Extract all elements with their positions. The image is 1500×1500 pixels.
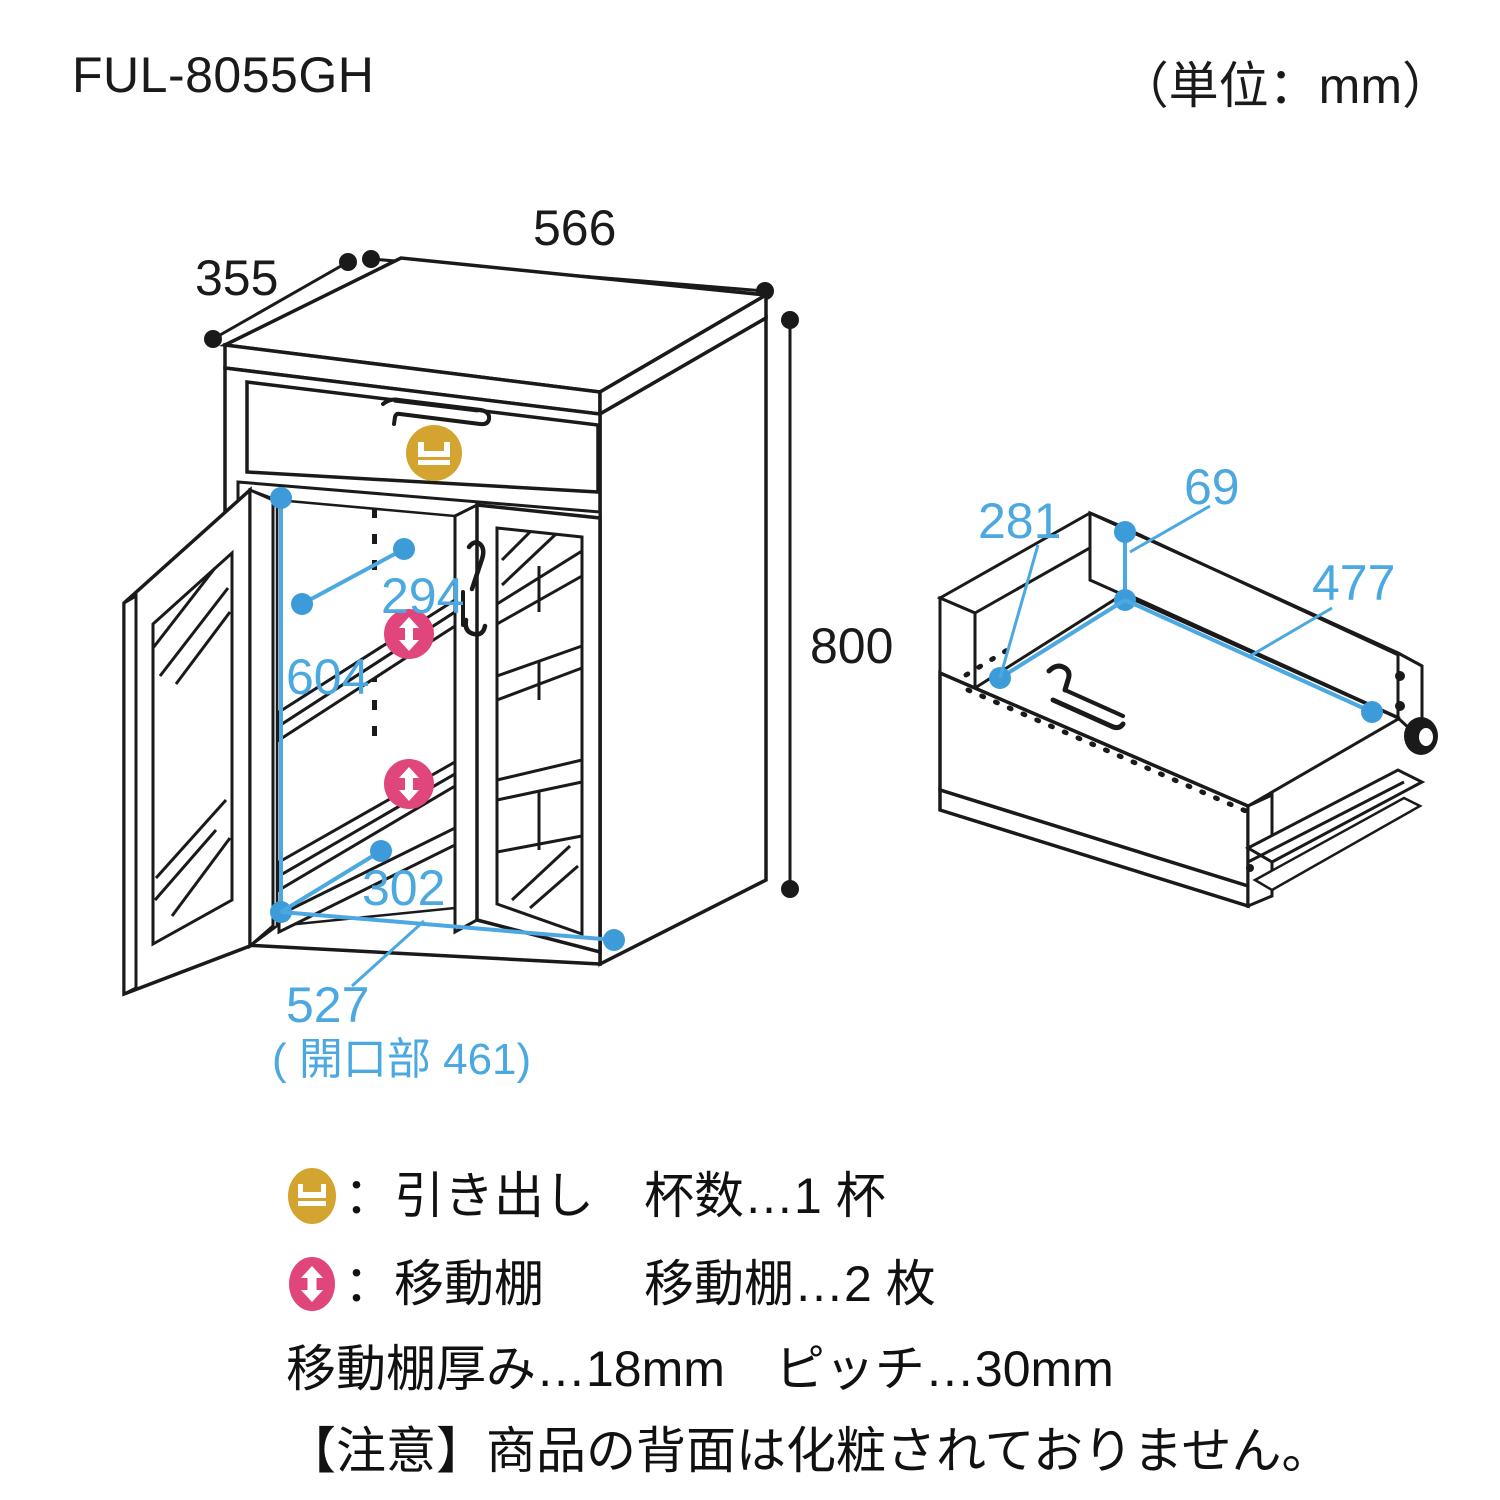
dim-label-shelf-depth: 294 [381, 568, 464, 624]
dim-label-interior-height: 604 [286, 649, 369, 705]
left-glass-door-open[interactable] [122, 486, 275, 997]
drawer-icon [406, 425, 462, 481]
adjustable-shelf-icon [286, 1254, 338, 1314]
legend-label-drawer: ：引き出し 杯数…1 杯 [344, 1168, 886, 1224]
interior-dimensions [270, 487, 625, 988]
spec-row-shelf-thickness: 移動棚厚み…18mm ピッチ…30mm [286, 1328, 1306, 1410]
dim-label-drawer-height: 69 [1184, 459, 1240, 515]
drawer-illustration [936, 504, 1438, 909]
dim-label-interior-width: 527 [286, 977, 369, 1033]
dim-height-800 [781, 311, 799, 898]
dim-label-opening-width: ( 開口部 461) [272, 1035, 531, 1084]
drawer-roller-icon [1404, 717, 1438, 755]
dim-label-depth: 355 [195, 250, 278, 306]
spec-shelf-thickness: 移動棚厚み…18mm ピッチ…30mm [286, 1341, 1114, 1397]
spec-row-caution: 【注意】商品の背面は化粧されておりません。 [286, 1410, 1332, 1492]
drawer-handle-icon [381, 397, 492, 427]
door-handle-icon [461, 540, 488, 637]
drawer-icon [286, 1166, 338, 1226]
page-title: FUL-8055GH [72, 47, 375, 103]
legend-label-shelf: ：移動棚 移動棚…2 枚 [344, 1256, 936, 1312]
adjustable-shelf-icon-lower [384, 759, 434, 809]
dim-label-height: 800 [810, 618, 893, 674]
legend-row-shelf: ：移動棚 移動棚…2 枚 [286, 1240, 1306, 1328]
cabinet-illustration [122, 250, 799, 997]
drawer-slide-rail [1244, 768, 1426, 892]
dim-label-drawer-width: 477 [1312, 555, 1395, 611]
dim-label-bottom-depth: 302 [362, 860, 445, 916]
drawer-dimensions [989, 504, 1383, 723]
dim-depth-355 [204, 253, 357, 348]
legend-row-drawer: ：引き出し 杯数…1 杯 [286, 1152, 1306, 1240]
unit-note: （単位：mm） [1118, 58, 1452, 114]
cabinet-drawer-front [245, 380, 600, 494]
spec-caution: 【注意】商品の背面は化粧されておりません。 [286, 1423, 1332, 1479]
dim-label-width: 566 [533, 200, 616, 256]
right-glass-door[interactable] [461, 503, 602, 955]
dim-label-drawer-depth: 281 [978, 493, 1061, 549]
legend-notes: ：引き出し 杯数…1 杯 ：移動棚 移動棚…2 枚 移動棚厚み…18mm ピッチ… [286, 1152, 1332, 1492]
drawer-box-handle-icon [1046, 663, 1126, 731]
